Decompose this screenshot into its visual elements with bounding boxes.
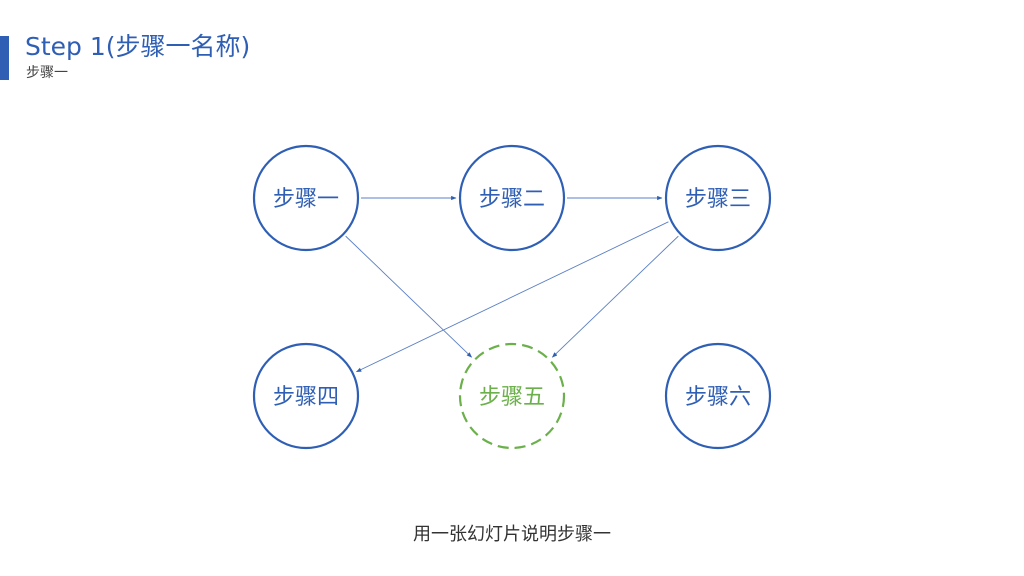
arrow-step-1-to-step-5	[345, 235, 473, 358]
node-step-6: 步骤六	[664, 342, 772, 450]
edge-layer	[345, 195, 679, 373]
node-step-3: 步骤三	[664, 144, 772, 252]
slide-caption: 用一张幻灯片说明步骤一	[413, 524, 611, 545]
slide-subtitle: 步骤一	[26, 65, 68, 81]
node-label-step-1: 步骤一	[273, 187, 339, 212]
node-circle-step-1	[252, 144, 360, 252]
node-circle-step-3	[664, 144, 772, 252]
node-label-step-6: 步骤六	[685, 385, 751, 410]
arrow-step-3-to-step-5	[551, 235, 679, 358]
node-step-1: 步骤一	[252, 144, 360, 252]
node-step-4: 步骤四	[252, 342, 360, 450]
node-circle-step-4	[252, 342, 360, 450]
node-circle-step-5	[458, 342, 566, 450]
node-label-step-3: 步骤三	[685, 187, 751, 212]
title-accent-bar	[0, 36, 9, 80]
node-circle-step-6	[664, 342, 772, 450]
node-step-2: 步骤二	[458, 144, 566, 252]
node-label-step-5: 步骤五	[479, 385, 545, 410]
node-step-5: 步骤五	[458, 342, 566, 450]
arrow-step-3-to-step-4	[355, 221, 669, 373]
slide-title: Step 1(步骤一名称)	[25, 32, 251, 61]
node-circle-step-2	[458, 144, 566, 252]
node-label-step-4: 步骤四	[273, 385, 339, 410]
node-label-step-2: 步骤二	[479, 187, 545, 212]
